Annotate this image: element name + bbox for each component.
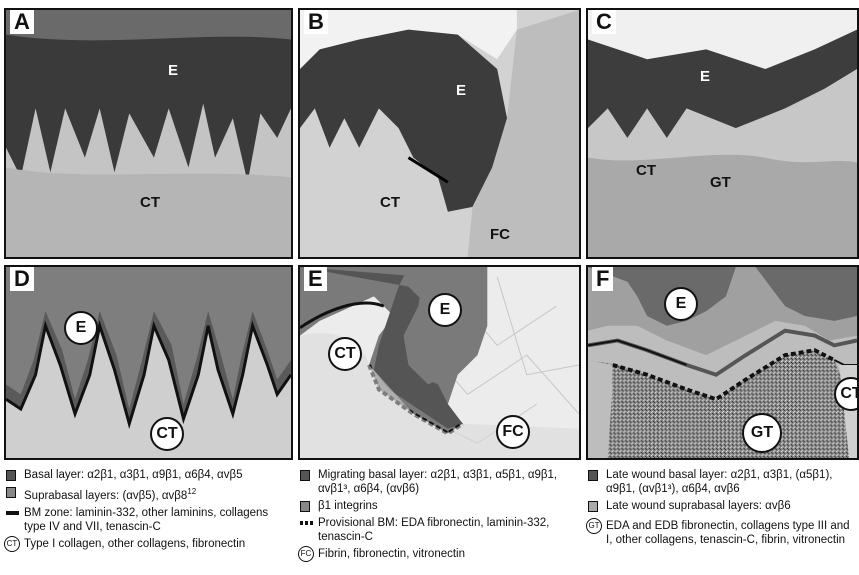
legend-e-beta1-text: β1 integrins — [318, 500, 378, 512]
legend-d-ct-text: Type I collagen, other collagens, fibron… — [24, 538, 245, 550]
panel-e-ct-circle: CT — [328, 337, 362, 371]
legend-d: Basal layer: α2β1, α3β1, α9β1, α6β4, αvβ… — [6, 468, 292, 554]
panel-d-letter: D — [10, 267, 34, 291]
legend-e-fc-text: Fibrin, fibronectin, vitronectin — [318, 548, 465, 560]
panel-a-letter: A — [10, 10, 34, 34]
panel-a: A E CT — [4, 8, 293, 259]
legend-f-late-basal-text: Late wound basal layer: α2β1, α3β1, (α5β… — [606, 469, 832, 495]
panel-d-ct-circle: CT — [150, 417, 184, 451]
legend-e: Migrating basal layer: α2β1, α3β1, α5β1,… — [300, 468, 580, 564]
legend-d-suprabasal-ref: 12 — [187, 487, 196, 496]
histology-c-image — [588, 10, 857, 257]
ct-circle-icon: CT — [4, 536, 20, 552]
panel-c-e-label: E — [700, 68, 710, 85]
panel-f-e-circle: E — [664, 287, 698, 321]
histology-a-image — [6, 10, 291, 257]
legend-d-basal-text: Basal layer: α2β1, α3β1, α9β1, α6β4, αvβ… — [24, 469, 242, 481]
legend-e-provisional: Provisional BM: EDA fibronectin, laminin… — [300, 516, 580, 544]
panel-b: B E CT FC — [298, 8, 581, 259]
suprabasal-swatch — [6, 487, 16, 498]
panel-b-letter: B — [304, 10, 328, 34]
panel-f: F E GT CT — [586, 265, 859, 460]
migrating-swatch — [300, 470, 310, 481]
legend-e-beta1: β1 integrins — [300, 499, 580, 513]
panel-c-letter: C — [592, 10, 616, 34]
panel-e-e-circle: E — [428, 293, 462, 327]
panel-b-e-label: E — [456, 82, 466, 99]
legend-d-suprabasal-text: Suprabasal layers: (αvβ5), αvβ8 — [24, 490, 187, 502]
panel-a-e-label: E — [168, 62, 178, 79]
legend-d-bm: BM zone: laminin-332, other laminins, co… — [6, 506, 292, 534]
panel-b-ct-label: CT — [380, 194, 400, 211]
gt-circle-icon: GT — [586, 518, 602, 534]
bm-line-icon — [6, 511, 19, 515]
legend-d-bm-text: BM zone: laminin-332, other laminins, co… — [24, 507, 268, 533]
fc-circle-icon: FC — [298, 546, 314, 562]
schematic-d — [6, 267, 291, 458]
panel-e-letter: E — [304, 267, 327, 291]
legend-d-basal: Basal layer: α2β1, α3β1, α9β1, α6β4, αvβ… — [6, 468, 292, 482]
panel-c-ct-label: CT — [636, 162, 656, 179]
legend-f-gt: GT EDA and EDB fibronectin, collagens ty… — [588, 519, 856, 547]
legend-d-suprabasal: Suprabasal layers: (αvβ5), αvβ812 — [6, 485, 292, 503]
legend-e-migrating-text: Migrating basal layer: α2β1, α3β1, α5β1,… — [318, 469, 557, 495]
panel-f-gt-circle: GT — [742, 413, 782, 453]
beta1-swatch — [300, 501, 310, 512]
panel-c-gt-label: GT — [710, 174, 731, 191]
basal-swatch — [6, 470, 16, 481]
legend-f-late-supra-text: Late wound suprabasal layers: αvβ6 — [606, 500, 791, 512]
legend-d-ct: CT Type I collagen, other collagens, fib… — [6, 537, 292, 551]
legend-e-migrating: Migrating basal layer: α2β1, α3β1, α5β1,… — [300, 468, 580, 496]
legend-e-fc: FC Fibrin, fibronectin, vitronectin — [300, 547, 580, 561]
provisional-dash-icon — [300, 521, 314, 525]
panel-a-ct-label: CT — [140, 194, 160, 211]
panel-e: E E CT FC — [298, 265, 581, 460]
panel-d: D E CT — [4, 265, 293, 460]
legend-f: Late wound basal layer: α2β1, α3β1, (α5β… — [588, 468, 856, 550]
panel-e-fc-circle: FC — [496, 415, 530, 449]
panel-c: C E CT GT — [586, 8, 859, 259]
late-supra-swatch — [588, 501, 598, 512]
legend-f-gt-text: EDA and EDB fibronectin, collagens type … — [606, 520, 850, 546]
legend-f-late-supra: Late wound suprabasal layers: αvβ6 — [588, 499, 856, 513]
panel-d-e-circle: E — [64, 311, 98, 345]
legend-e-provisional-text: Provisional BM: EDA fibronectin, laminin… — [318, 517, 549, 543]
histology-b-image — [300, 10, 579, 257]
panel-b-fc-label: FC — [490, 226, 510, 243]
schematic-f — [588, 267, 857, 458]
late-basal-swatch — [588, 470, 598, 481]
panel-f-letter: F — [592, 267, 613, 291]
legend-f-late-basal: Late wound basal layer: α2β1, α3β1, (α5β… — [588, 468, 856, 496]
